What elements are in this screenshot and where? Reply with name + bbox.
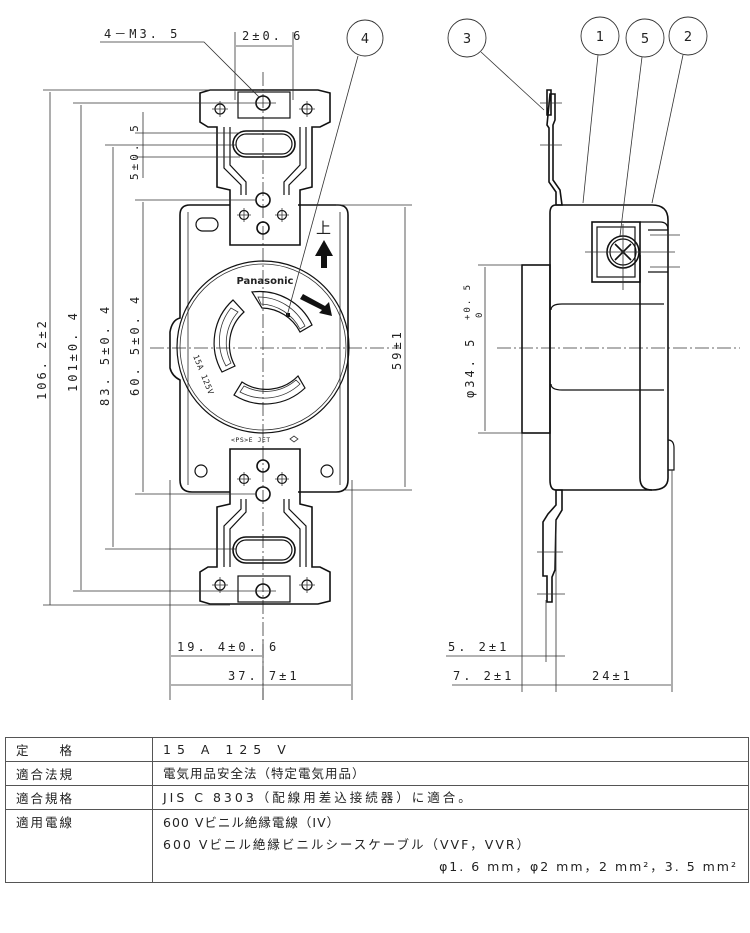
dim-overall-height: 106. 2±2 bbox=[35, 318, 49, 400]
dim-line-body-diameter bbox=[478, 264, 522, 434]
leader-balloon-3 bbox=[480, 51, 545, 111]
spec-row-rating: 定 格 15 A 125 V bbox=[5, 737, 749, 762]
balloon-3-label: 3 bbox=[463, 32, 471, 47]
spec-row-law: 適合法規 電気用品安全法（特定電気用品） bbox=[5, 761, 749, 786]
dim-line-overall-height bbox=[43, 89, 230, 606]
spec-label: 適合規格 bbox=[5, 785, 153, 810]
side-view: φ34. 5 +0. 5 0 5. 2±1 7. 2±1 24±1 3 1 5 … bbox=[446, 16, 740, 692]
up-arrow-icon bbox=[315, 240, 333, 268]
slot-marker bbox=[286, 313, 290, 317]
leader-balloon-1 bbox=[582, 54, 599, 204]
dim-plate-depth: 7. 2±1 bbox=[453, 669, 514, 683]
top-strap bbox=[199, 89, 331, 246]
receptacle-face bbox=[176, 260, 350, 434]
dim-line-top-offset bbox=[234, 32, 294, 100]
balloon-4-label: 4 bbox=[361, 32, 369, 47]
dim-tolerance-upper: +0. 5 bbox=[463, 283, 473, 320]
rotation-arrow-icon bbox=[300, 294, 332, 316]
dim-screw-callout: 4－M3. 5 bbox=[104, 27, 180, 41]
technical-drawing: Panasonic 15A 125V <PS>E JET 上 4－M3. 5 2… bbox=[35, 16, 740, 700]
balloon-5-label: 5 bbox=[641, 32, 649, 47]
front-view: Panasonic 15A 125V <PS>E JET 上 4－M3. 5 2… bbox=[35, 19, 412, 700]
spec-value: 600 Vビニル絶縁電線（IV） 600 Vビニル絶縁ビニルシースケーブル（VV… bbox=[152, 809, 749, 883]
certification-marking: <PS>E JET bbox=[231, 436, 271, 444]
balloon-3 bbox=[447, 18, 487, 58]
spec-row-wire: 適用電線 600 Vビニル絶縁電線（IV） 600 Vビニル絶縁ビニルシースケー… bbox=[5, 809, 749, 883]
dim-slot-pitch: 83. 5±0. 4 bbox=[98, 304, 112, 406]
dim-tolerance-lower: 0 bbox=[475, 313, 485, 318]
spec-value: JIS C 8303（配線用差込接続器）に適合。 bbox=[152, 785, 749, 810]
balloon-5 bbox=[625, 18, 665, 58]
side-extension-lines bbox=[521, 433, 673, 692]
dim-body-diameter: φ34. 5 bbox=[463, 337, 477, 398]
dim-mount-pitch: 101±0. 4 bbox=[66, 310, 80, 392]
dim-line-slot-pitch bbox=[105, 144, 236, 550]
spec-row-standard: 適合規格 JIS C 8303（配線用差込接続器）に適合。 bbox=[5, 785, 749, 810]
leader-screw-callout bbox=[100, 41, 260, 98]
dim-plate-screw-pitch: 60. 5±0. 4 bbox=[128, 294, 142, 396]
dim-slot-width: 5±0. 5 bbox=[128, 122, 141, 180]
side-body-rear bbox=[639, 255, 653, 491]
receptacle-face-inner bbox=[179, 263, 347, 431]
spec-value-line: 電気用品安全法（特定電気用品） bbox=[163, 765, 366, 781]
plate-edge bbox=[187, 212, 341, 485]
leader-balloon-2 bbox=[651, 54, 684, 204]
dim-overall-width: 37. 7±1 bbox=[228, 669, 300, 683]
dim-body-depth: 24±1 bbox=[592, 669, 633, 683]
dim-line-mount-pitch bbox=[73, 102, 250, 592]
side-body bbox=[549, 204, 669, 491]
dim-top-offset: 2±0. 6 bbox=[242, 29, 303, 43]
dim-half-width: 19. 4±0. 6 bbox=[177, 640, 279, 654]
dim-line-slot-width bbox=[135, 112, 240, 178]
leader-balloon-4 bbox=[286, 55, 359, 317]
jet-mark-icon bbox=[289, 435, 299, 443]
spec-value: 15 A 125 V bbox=[152, 737, 749, 762]
plate-hole-left bbox=[194, 464, 208, 478]
dim-extension-lines bbox=[169, 480, 353, 700]
brand-marking: Panasonic bbox=[237, 276, 294, 287]
balloon-4 bbox=[346, 19, 384, 57]
up-marking: 上 bbox=[316, 219, 331, 237]
dim-line-plate-height bbox=[336, 204, 412, 491]
spec-value-line: 600 Vビニル絶縁電線（IV） bbox=[163, 815, 341, 830]
spec-label: 適合法規 bbox=[5, 761, 153, 786]
spec-value: 電気用品安全法（特定電気用品） bbox=[152, 761, 749, 786]
dim-plate-height: 59±1 bbox=[390, 329, 404, 370]
rating-marking: 15A 125V bbox=[191, 353, 215, 396]
specification-table: 定 格 15 A 125 V 適合法規 電気用品安全法（特定電気用品） 適合規格… bbox=[5, 737, 749, 883]
plate-slot-hole bbox=[195, 217, 219, 232]
side-strap-bottom bbox=[542, 489, 563, 603]
balloon-2 bbox=[668, 16, 708, 56]
locking-slots bbox=[213, 290, 313, 405]
side-cylinder bbox=[521, 264, 551, 434]
bottom-strap bbox=[199, 448, 331, 605]
leader-balloon-5 bbox=[619, 56, 643, 237]
spec-label: 適用電線 bbox=[5, 809, 153, 883]
balloon-1 bbox=[580, 16, 620, 56]
spec-value-line: 15 A 125 V bbox=[163, 741, 292, 757]
balloon-2-label: 2 bbox=[684, 30, 692, 45]
spec-value-line: 600 Vビニル絶縁ビニルシースケーブル（VVF，VVR） bbox=[163, 837, 532, 852]
mounting-plate bbox=[169, 204, 349, 493]
side-strap-top bbox=[546, 89, 563, 206]
dim-line-plate-screw-pitch bbox=[135, 199, 256, 495]
side-band bbox=[550, 303, 664, 391]
spec-value-line: φ1. 6 mm，φ2 mm，2 mm²，3. 5 mm² bbox=[439, 859, 738, 874]
plate-hole-right bbox=[320, 464, 334, 478]
spec-label: 定 格 bbox=[5, 737, 153, 762]
balloon-1-label: 1 bbox=[596, 30, 604, 45]
dim-plate-offset: 5. 2±1 bbox=[448, 640, 509, 654]
spec-value-line: JIS C 8303（配線用差込接続器）に適合。 bbox=[163, 789, 474, 805]
